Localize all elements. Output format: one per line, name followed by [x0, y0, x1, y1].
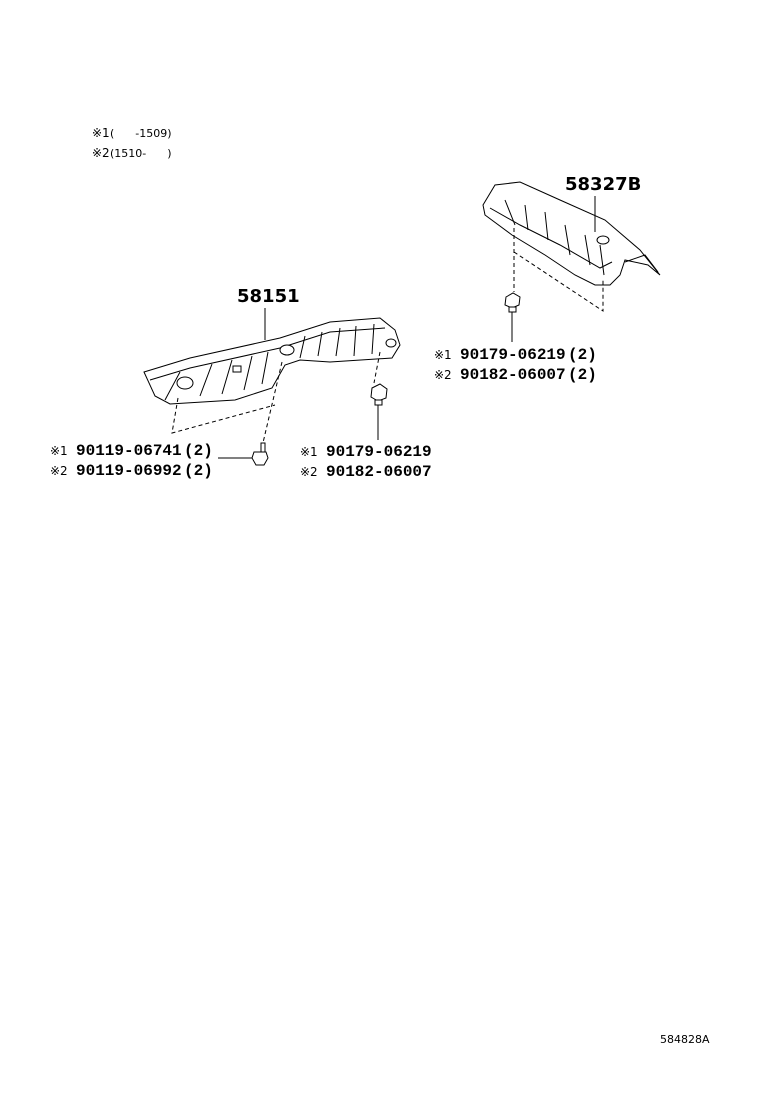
quantity: (2): [184, 442, 213, 460]
nut-icon: [370, 383, 388, 406]
legend-mark-1: ※1: [92, 126, 110, 140]
callout-mark: ※1: [434, 348, 452, 362]
nut-icon: [504, 292, 521, 313]
callout-mark: ※2: [300, 465, 318, 479]
callout-mark: ※2: [434, 368, 452, 382]
callout-middle-nut: ※1 90179-06219 ※2 90182-06007: [300, 443, 432, 481]
part-number: 90119-06992: [76, 462, 182, 480]
part-number: 90179-06219: [326, 443, 432, 461]
callout-right-nut: ※1 90179-06219 (2) ※2 90182-06007 (2): [434, 346, 597, 384]
heat-insulator-58151: [143, 317, 401, 405]
part-number: 90119-06741: [76, 442, 182, 460]
legend: ※1 ( -1509) ※2 (1510- ): [92, 126, 172, 160]
part-number-58327b: 58327B: [565, 174, 641, 195]
callout-mark: ※1: [300, 445, 318, 459]
heat-insulator-58327b: [482, 181, 661, 286]
part-number: 90182-06007: [460, 366, 566, 384]
callout-left-bolt: ※1 90119-06741 (2) ※2 90119-06992 (2): [50, 442, 213, 480]
part-number-58151: 58151: [237, 286, 300, 307]
quantity: (2): [184, 462, 213, 480]
legend-range-2: (1510- ): [110, 147, 172, 160]
part-number: 90182-06007: [326, 463, 432, 481]
dashed-guide-rear: [513, 228, 604, 312]
legend-range-1: ( -1509): [110, 127, 172, 140]
part-number: 90179-06219: [460, 346, 566, 364]
dashed-guide-main: [171, 351, 381, 448]
bolt-icon: [251, 442, 269, 466]
callout-mark: ※1: [50, 444, 68, 458]
quantity: (2): [568, 346, 597, 364]
callout-mark: ※2: [50, 464, 68, 478]
diagram-code: 584828A: [660, 1033, 710, 1046]
quantity: (2): [568, 366, 597, 384]
legend-mark-2: ※2: [92, 146, 110, 160]
